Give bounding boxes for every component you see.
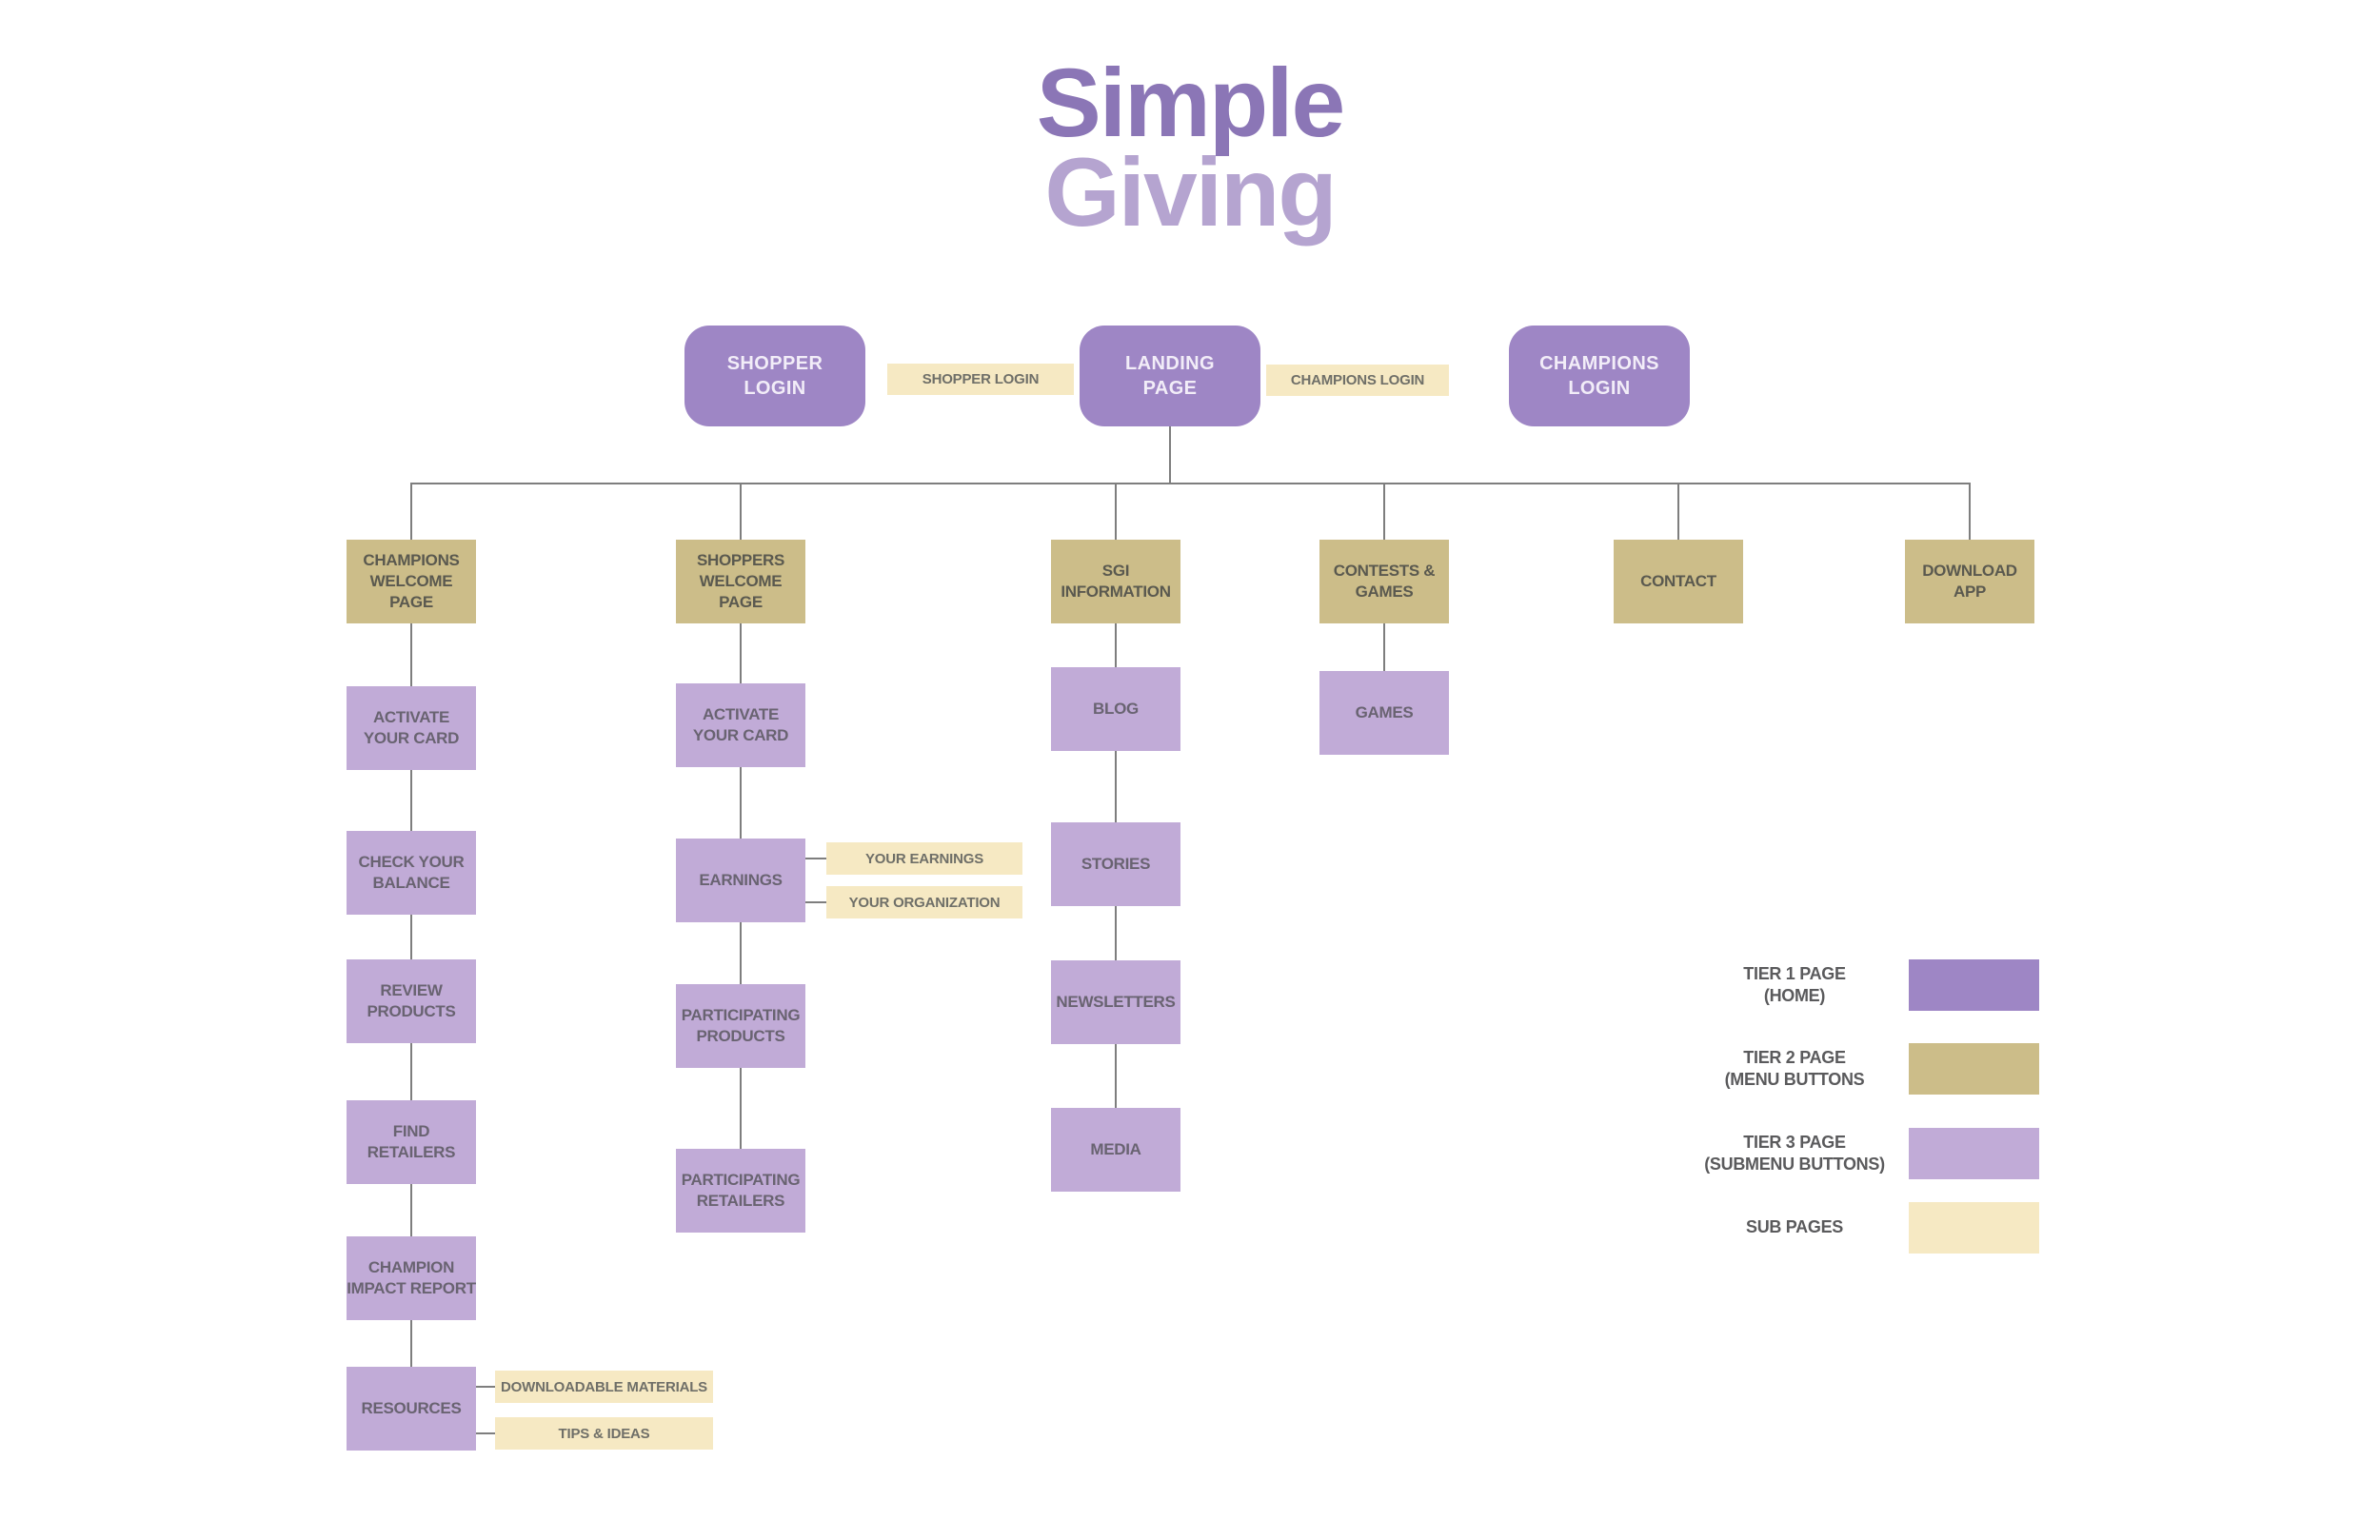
connector-line xyxy=(476,1386,495,1388)
node-participating-products: PARTICIPATING PRODUCTS xyxy=(676,984,805,1068)
connector-line xyxy=(410,1041,412,1100)
connector-line xyxy=(740,921,742,985)
legend-swatch-tier3 xyxy=(1909,1128,2039,1179)
node-champion-impact-report: CHAMPION IMPACT REPORT xyxy=(347,1236,476,1320)
connector-line xyxy=(410,913,412,959)
node-review-products: REVIEW PRODUCTS xyxy=(347,959,476,1043)
connector-line xyxy=(1115,750,1117,823)
node-media: MEDIA xyxy=(1051,1108,1180,1192)
node-shoppers-welcome-page: SHOPPERS WELCOME PAGE xyxy=(676,540,805,623)
connector-line xyxy=(740,623,742,685)
connector-line xyxy=(410,483,412,541)
node-activate-your-card-shoppers: ACTIVATE YOUR CARD xyxy=(676,683,805,767)
node-stories: STORIES xyxy=(1051,822,1180,906)
connector-line xyxy=(476,1432,495,1434)
connector-line xyxy=(410,768,412,831)
connector-line xyxy=(1115,623,1117,669)
logo-line-1: Simple xyxy=(1036,49,1345,157)
connector-line xyxy=(410,483,1971,484)
legend-label-tier1: TIER 1 PAGE (HOME) xyxy=(1743,964,1846,1006)
node-activate-your-card-champions: ACTIVATE YOUR CARD xyxy=(347,686,476,770)
connector-line xyxy=(1169,426,1171,484)
connector-line xyxy=(805,901,826,903)
node-participating-retailers: PARTICIPATING RETAILERS xyxy=(676,1149,805,1233)
connector-line xyxy=(1383,483,1385,541)
node-check-your-balance: CHECK YOUR BALANCE xyxy=(347,831,476,915)
node-find-retailers: FIND RETAILERS xyxy=(347,1100,476,1184)
node-landing-page: LANDING PAGE xyxy=(1080,326,1260,426)
legend-swatch-tier2 xyxy=(1909,1043,2039,1095)
connector-line xyxy=(410,1182,412,1236)
node-newsletters: NEWSLETTERS xyxy=(1051,960,1180,1044)
node-champions-login: CHAMPIONS LOGIN xyxy=(1509,326,1690,426)
connector-line xyxy=(1115,483,1117,541)
connector-line xyxy=(1115,904,1117,961)
connector-line xyxy=(740,483,742,541)
connector-line xyxy=(1969,483,1971,541)
legend-label-subpages: SUB PAGES xyxy=(1746,1217,1843,1236)
site-logo: Simple Giving xyxy=(0,49,2380,247)
legend-label-tier3: TIER 3 PAGE (SUBMENU BUTTONS) xyxy=(1704,1133,1885,1175)
node-blog: BLOG xyxy=(1051,667,1180,751)
node-contests-games: CONTESTS & GAMES xyxy=(1319,540,1449,623)
subpage-tips-ideas: TIPS & IDEAS xyxy=(495,1417,713,1450)
connector-line xyxy=(410,623,412,686)
connector-line xyxy=(805,858,826,859)
logo-line-2: Giving xyxy=(1044,137,1337,247)
subpage-your-earnings: YOUR EARNINGS xyxy=(826,842,1022,875)
node-shopper-login: SHOPPER LOGIN xyxy=(684,326,865,426)
node-games: GAMES xyxy=(1319,671,1449,755)
node-download-app: DOWNLOAD APP xyxy=(1905,540,2034,623)
node-sgi-information: SGI INFORMATION xyxy=(1051,540,1180,623)
node-earnings: EARNINGS xyxy=(676,839,805,922)
subpage-shopper-login-link: SHOPPER LOGIN xyxy=(887,364,1074,395)
connector-line xyxy=(1115,1042,1117,1109)
legend-swatch-tier1 xyxy=(1909,959,2039,1011)
legend-swatch-subpages xyxy=(1909,1202,2039,1254)
node-contact: CONTACT xyxy=(1614,540,1743,623)
subpage-downloadable-materials: DOWNLOADABLE MATERIALS xyxy=(495,1371,713,1403)
node-champions-welcome-page: CHAMPIONS WELCOME PAGE xyxy=(347,540,476,623)
subpage-champions-login-link: CHAMPIONS LOGIN xyxy=(1266,365,1449,396)
connector-line xyxy=(1383,623,1385,672)
connector-line xyxy=(740,765,742,840)
connector-line xyxy=(740,1066,742,1150)
subpage-your-organization: YOUR ORGANIZATION xyxy=(826,886,1022,918)
connector-line xyxy=(410,1318,412,1367)
node-resources: RESOURCES xyxy=(347,1367,476,1451)
legend-label-tier2: TIER 2 PAGE (MENU BUTTONS xyxy=(1724,1048,1865,1090)
connector-line xyxy=(1677,483,1679,541)
